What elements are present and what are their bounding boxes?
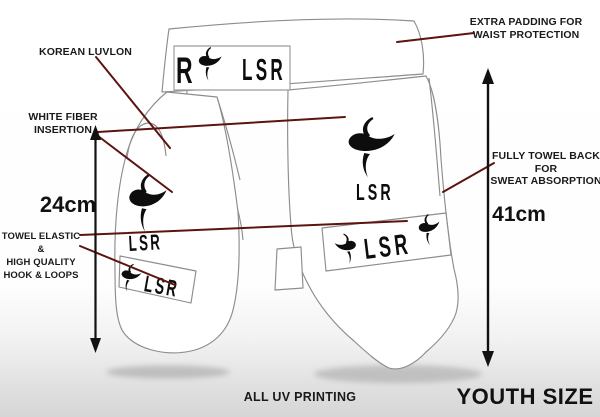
leader-fully-towel: [442, 162, 495, 193]
label-korean-luvlon: KOREAN LUVLON: [39, 46, 132, 58]
leader-lines: [79, 32, 495, 286]
floor-shadows: [106, 365, 482, 383]
waistband-letter-r: R: [176, 49, 193, 91]
leader-korean-luvlon: [95, 56, 171, 149]
dimension-outer-pad: 41cm: [492, 203, 546, 226]
size-label: YOUTH SIZE: [456, 384, 594, 409]
label-towel-elastic: TOWEL ELASTIC & HIGH QUALITY HOOK & LOOP…: [1, 231, 81, 281]
label-extra-padding: EXTRA PADDING FOR WAIST PROTECTION: [469, 16, 583, 41]
label-fully-towel: FULLY TOWEL BACK FOR SWEAT ABSORPTION: [490, 150, 600, 187]
outer-strap-lsr: LSR: [362, 228, 413, 266]
leader-towel-elastic-1: [79, 220, 408, 236]
logo-prints: R LSR LSR LSR LSR LSR: [118, 47, 443, 303]
label-white-fiber: WHITE FIBER INSERTION: [28, 111, 98, 136]
waistband-lsr: LSR: [242, 53, 286, 88]
leader-extra-padding: [396, 32, 475, 43]
leader-white-fiber-2: [97, 135, 173, 193]
inner-pad-lsr: LSR: [128, 230, 163, 256]
measure-arrow-41cm: [482, 68, 494, 367]
uv-printing-note: ALL UV PRINTING: [243, 390, 357, 404]
center-strap: [274, 246, 304, 291]
outer-pad-strap: [321, 212, 452, 272]
waistband-label: [173, 45, 291, 91]
dimension-inner-pad: 24cm: [39, 192, 97, 217]
inner-pad-strap: [118, 255, 197, 304]
leader-white-fiber-1: [97, 116, 346, 133]
outer-pad-lsr: LSR: [356, 181, 394, 206]
inner-pad: [114, 91, 240, 354]
inner-strap-lsr: LSR: [142, 272, 181, 303]
measure-arrow-24cm: [90, 125, 101, 353]
